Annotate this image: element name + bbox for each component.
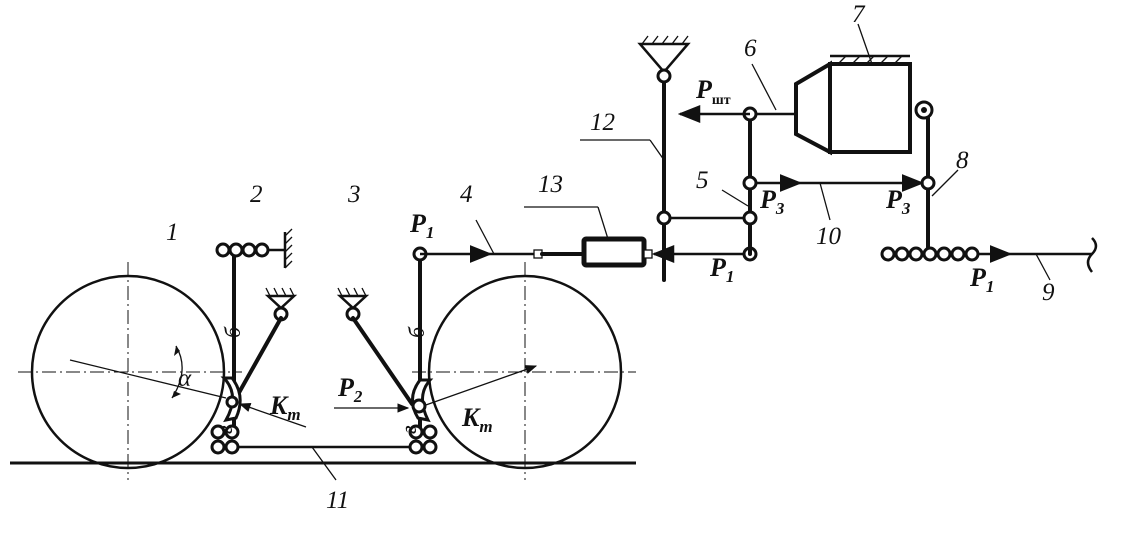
rod-10-leader	[819, 182, 831, 221]
rod-9-leader	[1035, 253, 1051, 281]
cylinder-7-leader	[857, 23, 873, 65]
left-brake-hanger	[234, 287, 298, 400]
lever-5-leader	[721, 189, 749, 207]
label-7: 7	[852, 1, 866, 28]
left-brake-shoe	[220, 376, 242, 423]
lever-8-bottom-joints	[880, 246, 980, 262]
slack-adjuster-13	[581, 236, 647, 268]
left-bottom-joints	[210, 424, 240, 455]
label-6: 6	[744, 35, 757, 62]
label-12: 12	[590, 109, 615, 136]
kt-arrow-left	[238, 403, 307, 428]
angle-alpha-label: α	[178, 365, 192, 392]
fixed-support-2	[215, 228, 293, 269]
force-pst: Pшт	[695, 75, 731, 108]
label-5: 5	[696, 167, 709, 194]
right-brake-shoe	[411, 378, 434, 423]
force-kt-left: Kт	[269, 391, 301, 424]
label-11: 11	[326, 487, 349, 514]
right-brake-hanger	[336, 287, 414, 406]
left-wheel	[18, 262, 242, 480]
force-p3-left: P3	[759, 185, 785, 218]
lever-8-leader	[931, 169, 959, 197]
lever-12-leader	[649, 139, 665, 161]
regulator-13-leader	[597, 206, 609, 240]
force-p1-right: P1	[969, 263, 994, 296]
label-9: 9	[1042, 279, 1055, 306]
rod-4-leader	[475, 219, 495, 255]
force-kt-right: Kт	[461, 403, 493, 436]
right-bottom-joints	[408, 424, 438, 455]
force-p1-top: P1	[409, 209, 434, 242]
top-pivot-support	[637, 35, 691, 84]
right-wheel	[412, 262, 636, 480]
angle-alpha-indicator	[69, 345, 227, 399]
label-8: 8	[956, 147, 969, 174]
right-wheel-radius	[422, 365, 538, 407]
lever-1-mark-b: б	[220, 326, 245, 338]
rod-6-leader	[751, 63, 777, 111]
label-2: 2	[250, 181, 263, 208]
lever-1-mark-g: г	[212, 425, 237, 434]
label-13: 13	[538, 171, 563, 198]
force-p2: P2	[337, 373, 363, 406]
label-10: 10	[816, 223, 842, 250]
rod-11-leader	[311, 446, 337, 481]
lever-3-mark-b: б	[404, 326, 429, 338]
force-p3-right: P3	[885, 185, 911, 218]
brake-cylinder-7	[794, 54, 934, 156]
label-1: 1	[166, 219, 179, 246]
lever-3-mark-g: г	[396, 425, 421, 434]
label-3: 3	[347, 181, 361, 208]
rod-9-break	[1086, 237, 1098, 273]
force-p1-mid: P1	[709, 253, 734, 286]
label-4: 4	[460, 181, 473, 208]
